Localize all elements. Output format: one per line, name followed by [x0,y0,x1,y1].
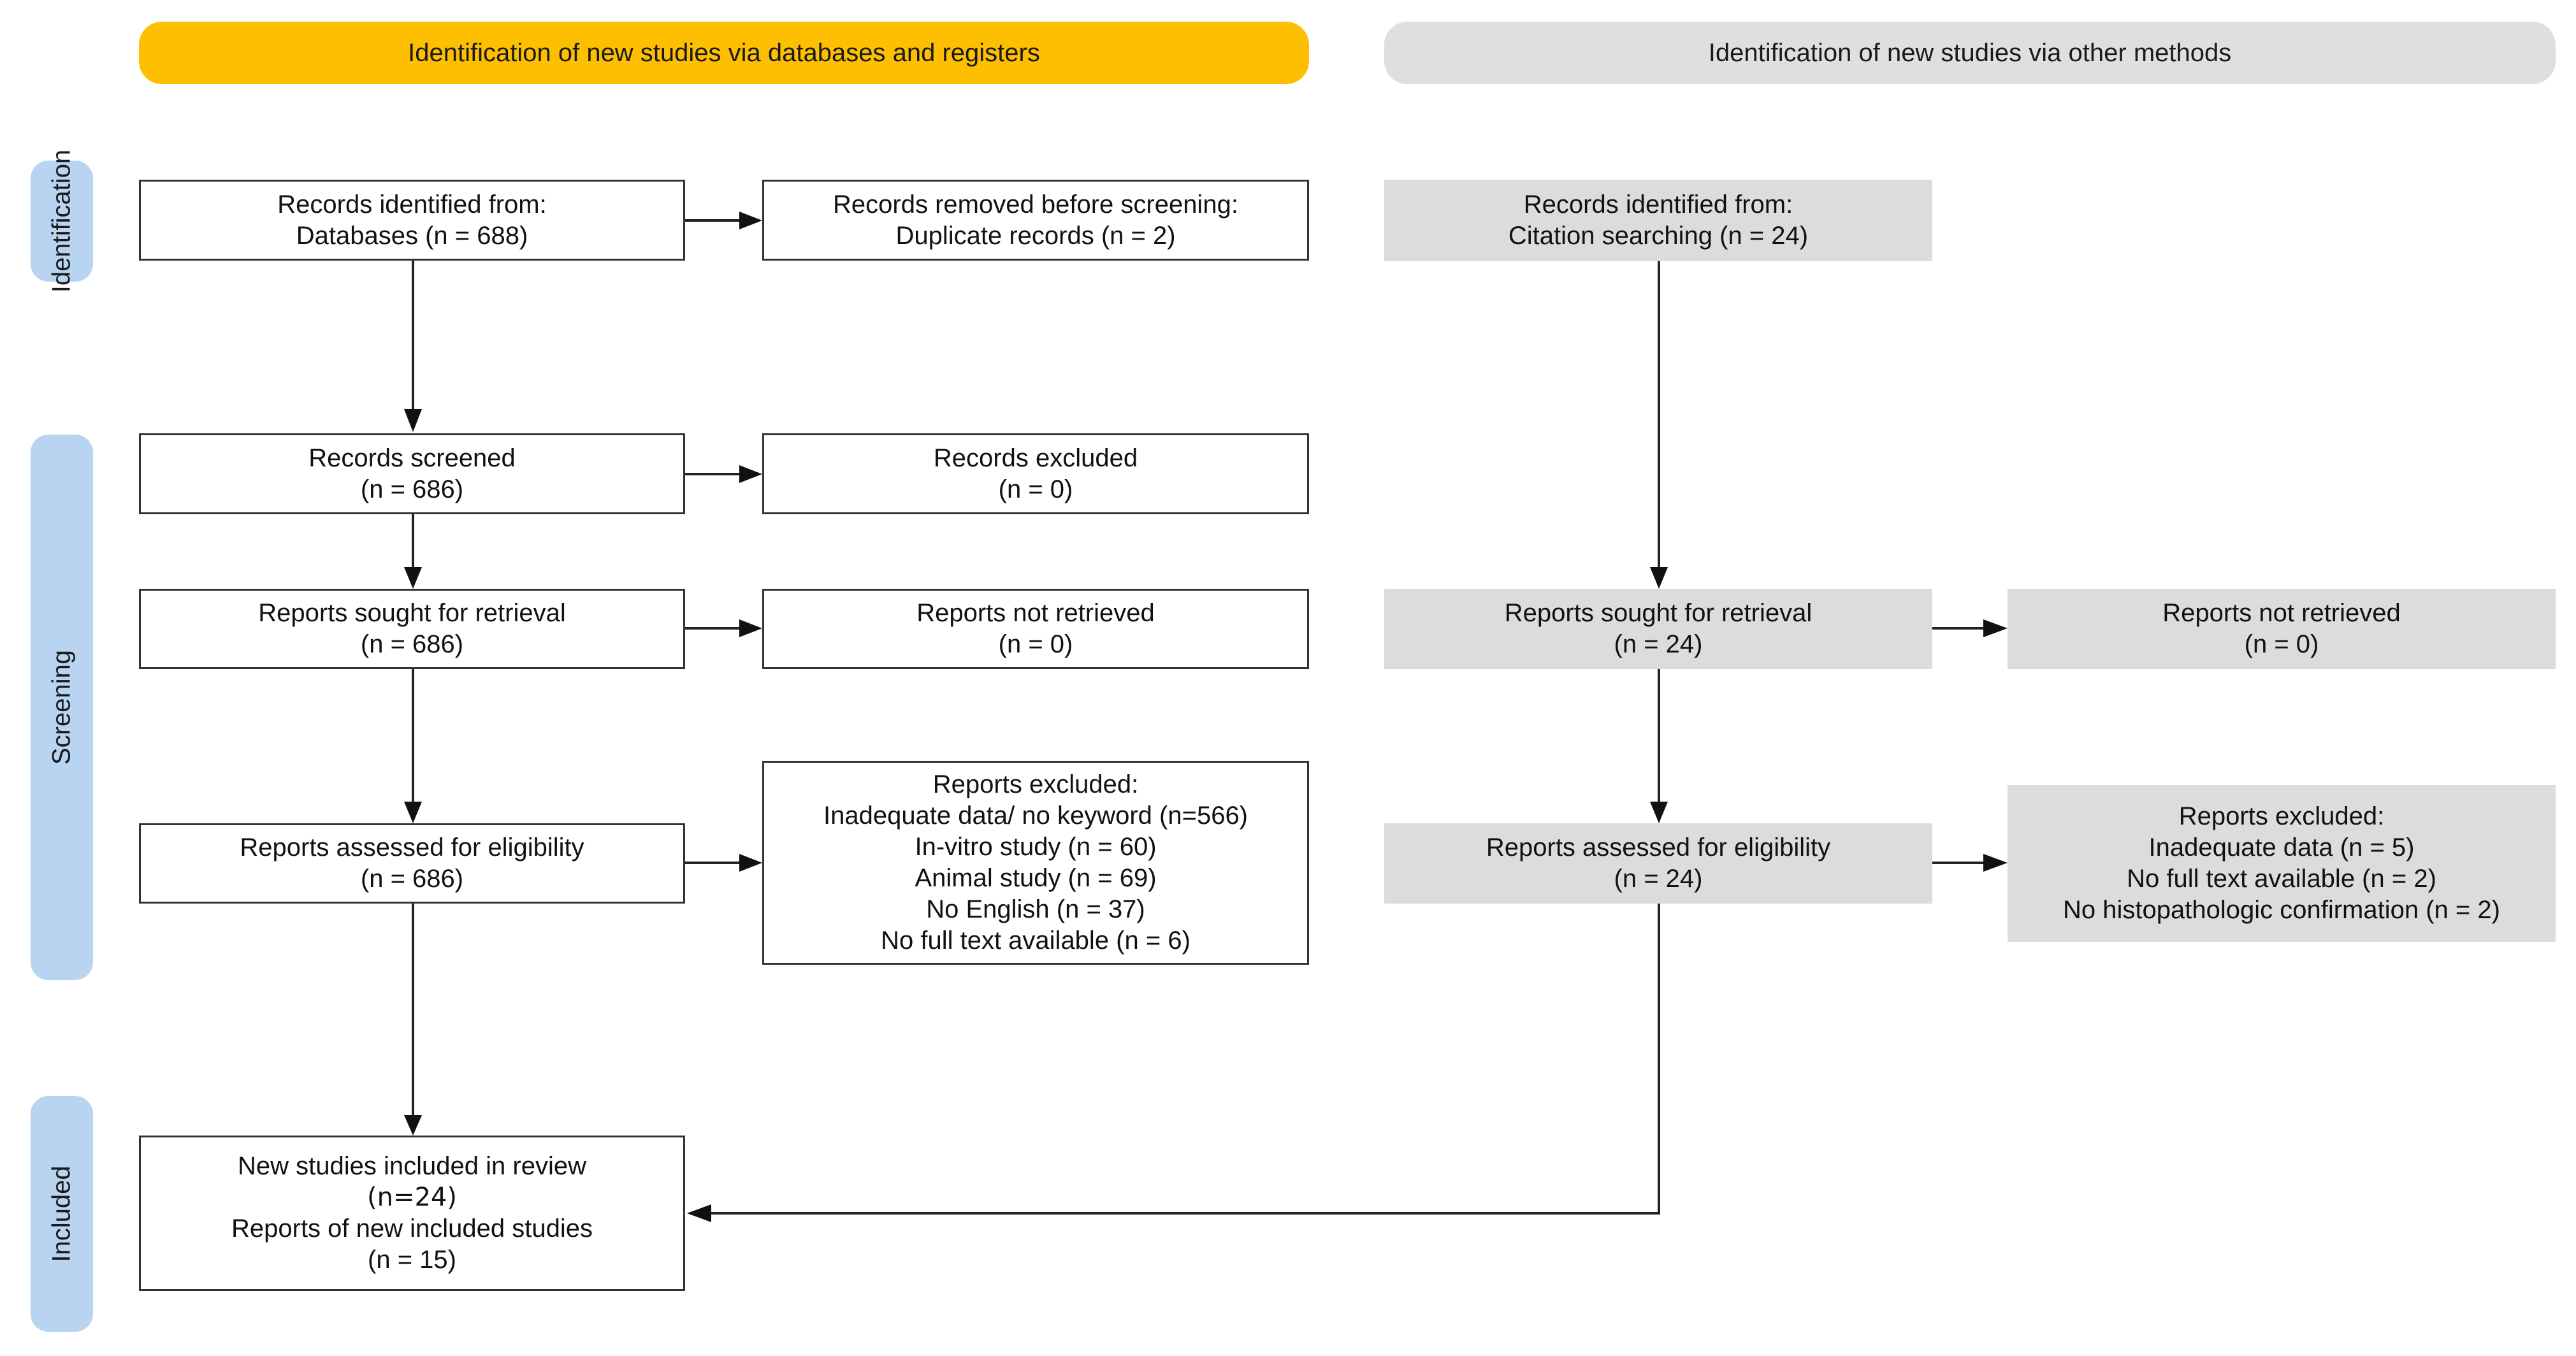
db-records-screened-line-1: Records screened [308,444,516,472]
db-reports-assessed-box: Reports assessed for eligibility (n = 68… [139,823,685,904]
other-reports-assessed-line-2: (n = 24) [1614,865,1703,893]
db-included-line-2: (n=24) [367,1183,457,1212]
arrowhead [404,567,422,589]
arrowhead [739,212,762,229]
other-reports-not-retrieved-line-1: Reports not retrieved [2162,599,2401,627]
arrowhead [404,802,422,823]
arrow-other-assessed-to-included [711,904,1660,1215]
db-reports-excluded-line-4: Animal study (n = 69) [915,864,1157,892]
db-reports-not-retrieved-box: Reports not retrieved (n = 0) [762,589,1309,669]
other-reports-sought-line-1: Reports sought for retrieval [1504,599,1813,627]
other-reports-not-retrieved-box: Reports not retrieved (n = 0) [2008,589,2556,669]
db-reports-excluded-line-1: Reports excluded: [932,770,1139,798]
db-reports-excluded-box: Reports excluded: Inadequate data/ no ke… [762,761,1309,965]
arrowhead [1650,802,1668,823]
other-reports-excluded-line-4: No histopathologic confirmation (n = 2) [2063,896,2500,924]
db-records-removed-line-1: Records removed before screening: [833,190,1238,219]
db-records-excluded-box: Records excluded (n = 0) [762,433,1309,514]
db-reports-excluded-line-6: No full text available (n = 6) [881,927,1190,955]
other-records-identified-box: Records identified from: Citation search… [1384,180,1932,261]
db-reports-excluded-line-2: Inadequate data/ no keyword (n=566) [823,802,1248,830]
db-reports-assessed-line-1: Reports assessed for eligibility [240,833,584,862]
db-records-excluded-line-1: Records excluded [933,444,1138,472]
arrowhead [1650,567,1668,589]
db-included-line-4: (n = 15) [368,1246,456,1274]
other-reports-excluded-line-1: Reports excluded: [2178,802,2385,830]
other-reports-excluded-box: Reports excluded: Inadequate data (n = 5… [2008,785,2556,942]
arrowhead [404,409,422,432]
phase-included: Included [31,1096,93,1332]
other-records-identified-line-2: Citation searching (n = 24) [1508,222,1809,250]
arrowhead [739,619,762,637]
db-records-removed-box: Records removed before screening: Duplic… [762,180,1309,261]
other-reports-sought-line-2: (n = 24) [1614,630,1703,658]
other-reports-sought-box: Reports sought for retrieval (n = 24) [1384,589,1932,669]
other-reports-excluded-line-2: Inadequate data (n = 5) [2148,833,2415,862]
db-reports-excluded-line-3: In-vitro study (n = 60) [915,833,1157,861]
db-records-identified-box: Records identified from: Databases (n = … [139,180,685,261]
other-reports-excluded-line-3: No full text available (n = 2) [2127,865,2436,893]
db-records-screened-box: Records screened (n = 686) [139,433,685,514]
db-reports-assessed-line-2: (n = 686) [360,865,464,893]
other-reports-assessed-line-1: Reports assessed for eligibility [1486,833,1831,862]
other-reports-not-retrieved-line-2: (n = 0) [2244,630,2319,658]
db-reports-sought-line-2: (n = 686) [360,630,464,658]
db-records-excluded-line-2: (n = 0) [998,475,1073,503]
db-reports-excluded-line-5: No English (n = 37) [926,895,1145,923]
db-records-screened-line-2: (n = 686) [360,475,464,503]
db-reports-not-retrieved-line-2: (n = 0) [998,630,1073,658]
phase-identification: Identification [31,150,93,292]
arrowhead [739,854,762,872]
other-reports-assessed-box: Reports assessed for eligibility (n = 24… [1384,823,1932,904]
arrowhead [1983,854,2008,872]
phase-screening: Screening [31,435,93,980]
other-records-identified-line-1: Records identified from: [1523,191,1793,219]
other-methods-header: Identification of new studies via other … [1384,22,2556,84]
db-reports-sought-box: Reports sought for retrieval (n = 686) [139,589,685,669]
db-reports-sought-line-1: Reports sought for retrieval [258,599,566,627]
databases-header: Identification of new studies via databa… [139,22,1309,84]
db-records-removed-line-2: Duplicate records (n = 2) [895,221,1176,250]
arrowhead [1983,619,2008,637]
db-included-line-1: New studies included in review [238,1152,586,1180]
arrowhead [687,1204,711,1222]
arrowhead [739,465,762,483]
db-included-line-3: Reports of new included studies [231,1215,593,1243]
db-included-box: New studies included in review (n=24) Re… [139,1136,685,1291]
databases-header-label: Identification of new studies via databa… [408,38,1040,67]
db-records-identified-line-1: Records identified from: [277,190,547,219]
db-reports-not-retrieved-line-1: Reports not retrieved [916,599,1155,627]
arrowhead [404,1115,422,1136]
db-records-identified-line-2: Databases (n = 688) [296,221,528,250]
other-methods-header-label: Identification of new studies via other … [1708,38,2232,67]
